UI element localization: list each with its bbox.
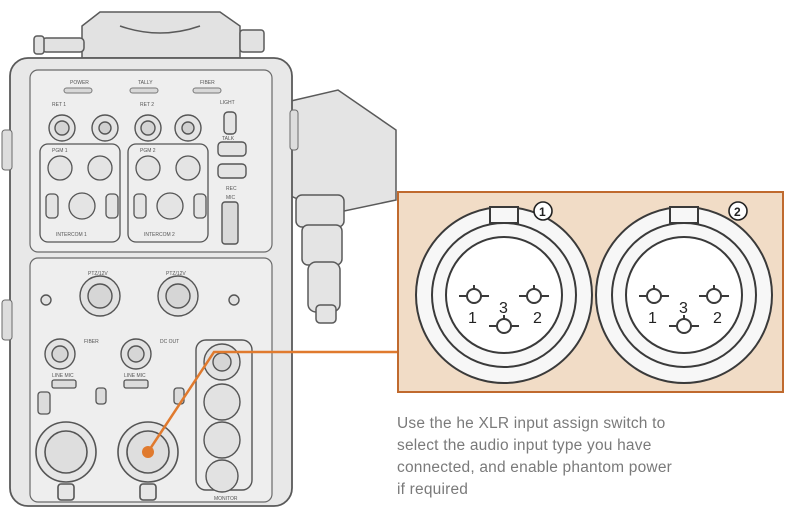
xlr1-pin-2 [519, 285, 549, 304]
intercom1-label: INTERCOM 1 [56, 232, 87, 238]
xlr1-phantom-switch[interactable] [37, 391, 51, 415]
callout-pointer [142, 350, 400, 458]
xlr-connector-1-detail [415, 206, 593, 384]
intercom-1-group: PGM 1 INTERCOM 1 [39, 143, 121, 243]
light-switch[interactable] [223, 111, 237, 135]
intercom-2-group: PGM 2 INTERCOM 2 [127, 143, 209, 243]
ret1-label: RET 1 [52, 102, 66, 108]
pgm2-label: PGM 2 [140, 148, 156, 154]
caption-line-2: select the audio input type you have [397, 437, 652, 454]
intercom2-level-knob[interactable] [156, 192, 184, 220]
xlr1-pin1-number: 1 [468, 310, 477, 327]
ptz1-label: PTZ/12V [88, 271, 108, 277]
top-mount-plate [33, 11, 265, 59]
intercom2-mic-switch[interactable] [133, 193, 147, 219]
caption-text: Use the he XLR input assign switch to se… [397, 413, 787, 501]
tally-led [129, 87, 159, 94]
intercom1-level-knob[interactable] [68, 192, 96, 220]
pgm1-knob[interactable] [47, 155, 73, 181]
side-connector-3[interactable] [203, 421, 241, 459]
xlr2-pin2-number: 2 [713, 310, 722, 327]
dc-out-label: DC OUT [160, 339, 179, 345]
connector-1-number: 1 [539, 205, 546, 219]
fiber-led [192, 87, 222, 94]
pgm1b-knob[interactable] [87, 155, 113, 181]
return-controls: RET 1 RET 2 LIGHT TALK REC MIC [48, 100, 247, 245]
viewfinder-mount [277, 89, 397, 324]
xlr2-pin-3 [669, 315, 699, 334]
pgm1-label: PGM 1 [52, 148, 68, 154]
connector-1-badge: 1 [533, 201, 553, 221]
xlr2-pin-2 [699, 285, 729, 304]
ptz2-label: PTZ/12V [166, 271, 186, 277]
connector-2-number: 2 [734, 205, 741, 219]
ptz-connectors: PTZ/12V PTZ/12V [40, 271, 240, 317]
ret2-label: RET 2 [140, 102, 154, 108]
callout-leader-line [146, 350, 400, 453]
gain-a-label: LINE MIC [52, 373, 74, 379]
xlr2-pin3-number: 3 [679, 300, 688, 317]
power-label: POWER [70, 80, 89, 86]
talk-label: TALK [222, 136, 235, 142]
xlr1-pin2-number: 2 [533, 310, 542, 327]
xlr1-pin3-number: 3 [499, 300, 508, 317]
rec-label: REC [226, 186, 237, 192]
intercom2-pgm-switch[interactable] [193, 193, 207, 219]
xlr-connector-2-labels: 1 2 3 [648, 300, 722, 327]
intercom1-mic-switch[interactable] [45, 193, 59, 219]
power-fiber-row: FIBER DC OUT [44, 338, 179, 370]
rec-button[interactable] [217, 163, 247, 179]
xlr1-input-assign-switch[interactable] [51, 379, 77, 389]
tally-label: TALLY [138, 80, 153, 86]
caption-line-1: Use the he XLR input assign switch to [397, 415, 666, 432]
pgm2b-knob[interactable] [175, 155, 201, 181]
fiber-label: FIBER [200, 80, 215, 86]
caption-line-3: connected, and enable phantom power [397, 459, 673, 476]
intercom1-pgm-switch[interactable] [105, 193, 119, 219]
xlr2-pin-1 [639, 285, 669, 304]
xlr1-pin-1 [459, 285, 489, 304]
xlr2-pin1-number: 1 [648, 310, 657, 327]
caption-line-4: if required [397, 481, 469, 498]
gain-b-label: LINE MIC [124, 373, 146, 379]
xlr-input-switches: LINE MIC LINE MIC [37, 373, 185, 415]
monitor-label: MONITOR [214, 496, 238, 502]
xlr-connector-1-labels: 1 2 3 [468, 300, 542, 327]
mic-level-slider[interactable] [221, 201, 239, 245]
fiber-port-label: FIBER [84, 339, 99, 345]
intercom2-label: INTERCOM 2 [144, 232, 175, 238]
power-led [63, 87, 93, 94]
xlr1-pin-3 [489, 315, 519, 334]
mic-label: MIC [226, 195, 236, 201]
talk-button[interactable] [217, 141, 247, 157]
xlr2-phantom-switch[interactable] [95, 387, 107, 405]
side-connector-2[interactable] [203, 383, 241, 421]
pgm2-knob[interactable] [135, 155, 161, 181]
side-connector-4[interactable] [205, 459, 239, 493]
xlr-connector-2-detail [595, 206, 773, 384]
connector-2-badge: 2 [728, 201, 748, 221]
light-label: LIGHT [220, 100, 235, 106]
status-indicators: POWER TALLY FIBER [63, 80, 222, 94]
xlr2-input-assign-switch[interactable] [123, 379, 149, 389]
